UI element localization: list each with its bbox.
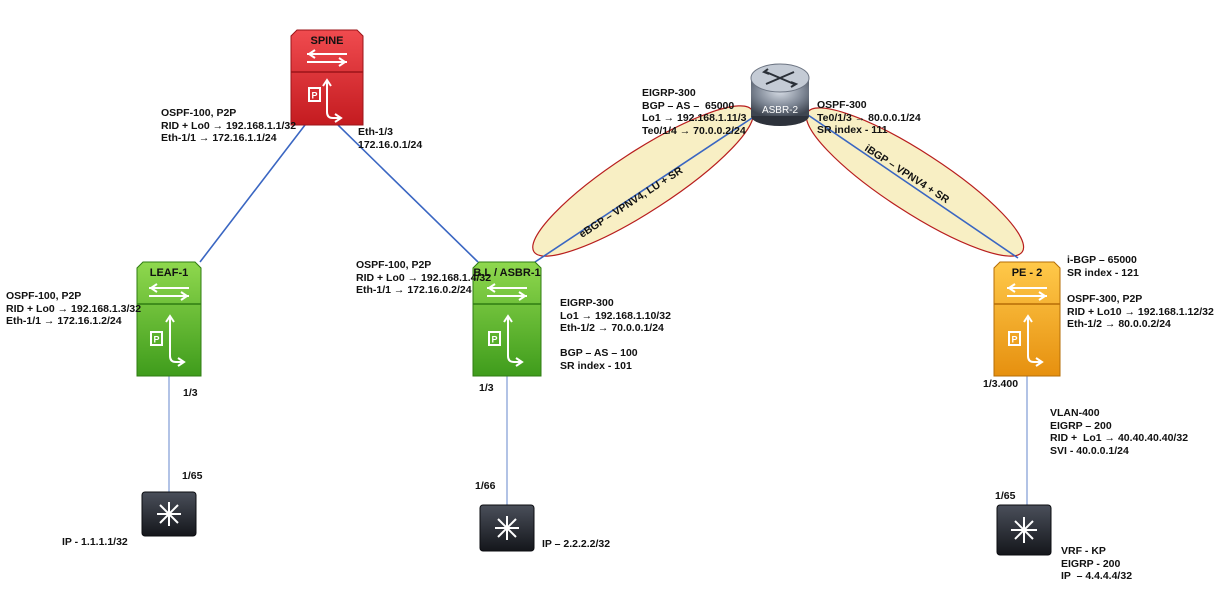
spine-title: SPINE [310, 35, 343, 47]
router-arrows-icon [761, 68, 799, 88]
leaf1-title: LEAF-1 [150, 267, 189, 279]
link-asbr2-pe2 [807, 114, 1019, 259]
switch-arrows-icon [1007, 283, 1047, 301]
host-arrows-icon [1011, 517, 1037, 543]
port-label-host1: 1/65 [182, 470, 203, 482]
port-label-host3: 1/65 [995, 490, 1016, 502]
port-label-bl: 1/3 [479, 382, 494, 394]
policy-icon [308, 78, 343, 123]
switch-arrows-icon [487, 283, 527, 301]
host-arrows-icon [495, 516, 519, 540]
host1-device[interactable] [141, 491, 197, 537]
svg-text:P: P [491, 335, 497, 345]
network-topology-diagram: eBGP – VPNV4, LU + SR iBGP – VPNV4 + SR … [136, 29, 1061, 556]
pe2-title: PE - 2 [1012, 267, 1043, 279]
host3-device[interactable] [996, 504, 1052, 556]
leaf1-switch[interactable]: LEAF-1 P [136, 261, 202, 377]
svg-text:P: P [153, 335, 159, 345]
port-label-host2: 1/66 [475, 480, 496, 492]
host1-ip-label: IP - 1.1.1.1/32 [62, 536, 128, 548]
policy-icon [150, 314, 186, 367]
policy-icon [488, 314, 524, 367]
port-label-pe2: 1/3.400 [983, 378, 1019, 390]
host2-device[interactable] [479, 504, 535, 552]
switch-arrows-icon [149, 283, 189, 301]
switch-arrows-icon [307, 49, 347, 67]
bl-asbr1-switch[interactable]: B.L / ASBR-1 P [472, 261, 542, 377]
port-label-leaf1: 1/3 [183, 387, 198, 399]
link-spine-bl [337, 124, 479, 263]
link-spine-leaf1 [199, 124, 306, 263]
host2-ip-label: IP – 2.2.2.2/32 [542, 538, 611, 550]
host-arrows-icon [157, 502, 181, 526]
svg-text:P: P [1011, 335, 1017, 345]
svg-text:P: P [311, 91, 317, 101]
pe2-switch[interactable]: PE - 2 P [993, 261, 1061, 377]
bl-asbr1-title: B.L / ASBR-1 [473, 267, 540, 279]
policy-icon [1008, 314, 1044, 367]
asbr2-router[interactable]: ASBR-2 [750, 63, 810, 126]
spine-switch[interactable]: SPINE P [290, 29, 364, 126]
link-bl-asbr2 [534, 117, 753, 263]
asbr2-title: ASBR-2 [762, 105, 799, 116]
